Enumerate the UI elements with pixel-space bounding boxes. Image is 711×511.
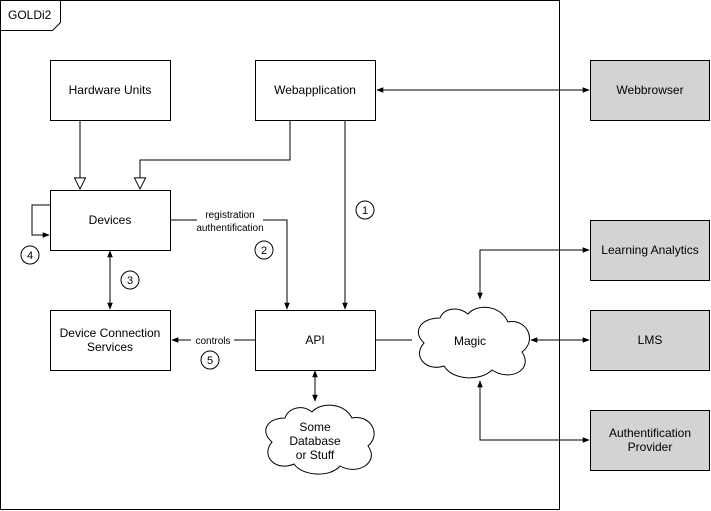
node-webapplication: Webapplication [255,60,376,121]
edge-label-authentification: authentification [196,223,263,234]
node-authentification-provider: Authentification Provider [590,410,710,471]
node-label-line: Services [87,340,133,354]
node-lms: LMS [590,310,710,371]
edge-label-controls: controls [195,336,230,347]
edge-labels: registration authentification controls [191,207,264,347]
badge-3: 3 [120,270,140,290]
edge-magic-learning-analytics [477,247,590,300]
node-label: Devices [89,213,132,227]
node-label-line: Some [299,420,331,434]
badge-number: 1 [362,205,368,217]
edge-magic-auth-provider [477,380,590,443]
edge-webapp-to-devices [140,120,291,189]
node-webbrowser: Webbrowser [590,60,710,121]
node-label: API [305,333,324,347]
node-label-line: Database [289,434,341,448]
edge-devices-self-loop [31,204,50,238]
badge-5: 5 [200,350,220,370]
badge-2: 2 [254,240,274,260]
badge-number: 4 [27,250,33,262]
badge-4: 4 [20,245,40,265]
badge-number: 2 [261,245,267,257]
node-label-line: Authentification [609,426,691,440]
node-label: Hardware Units [69,83,152,97]
node-devices: Devices [50,190,171,251]
node-label: LMS [638,333,663,347]
node-label: Magic [454,334,486,348]
node-label-line: or Stuff [296,448,335,462]
badge-number: 5 [207,355,213,367]
node-some-database: Some Database or Stuff [265,404,375,475]
node-device-connection-services: Device Connection Services [50,310,171,371]
edge-label-registration: registration [205,210,254,221]
node-magic: Magic [418,306,530,379]
badge-1: 1 [355,200,375,220]
node-label: Webbrowser [616,83,683,97]
badge-number: 3 [127,275,133,287]
container-title: GOLDi2 [8,8,52,22]
node-learning-analytics: Learning Analytics [590,220,710,281]
node-hardware-units: Hardware Units [50,60,171,121]
node-api: API [255,310,376,371]
node-label: Webapplication [274,83,356,97]
node-label: Learning Analytics [601,243,698,257]
edge-label-bg [197,207,263,233]
edge-label-bg [191,334,234,346]
node-label-line: Provider [628,440,673,454]
node-label-line: Device Connection [60,326,161,340]
